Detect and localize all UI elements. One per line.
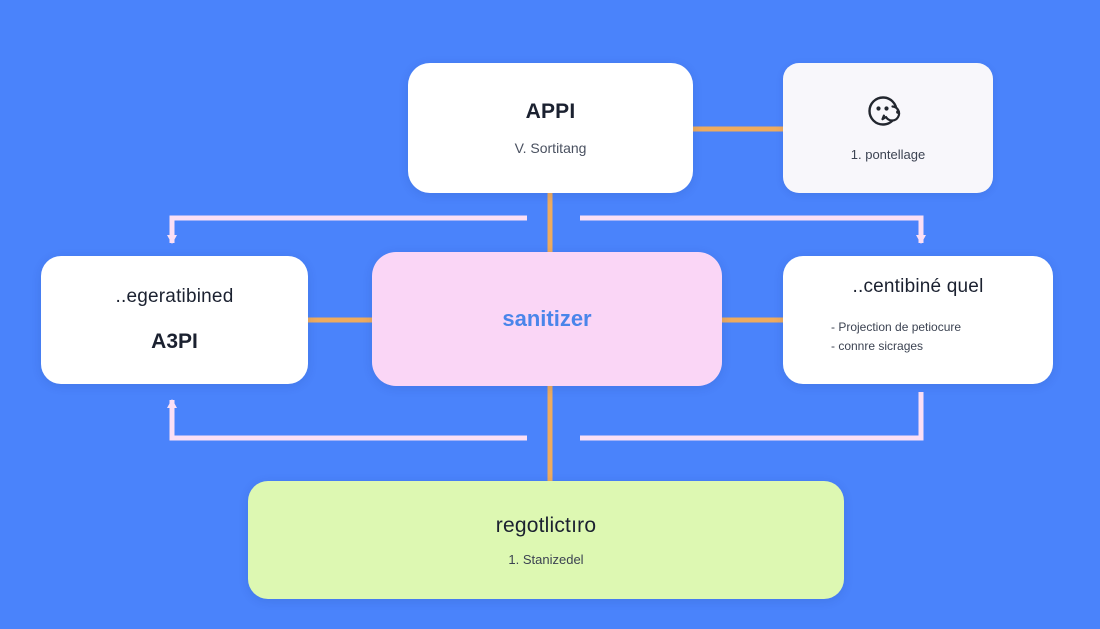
connector-bottom-to-left-elbow	[167, 399, 527, 441]
node-bottom-subtitle: 1. Stanizedel	[508, 551, 584, 567]
node-right-title: ..centibiné quel	[852, 276, 984, 297]
connector-bottom-to-right-elbow	[580, 392, 924, 441]
node-bottom-title: regotlictıro	[495, 513, 597, 537]
node-left[interactable]: ..egeratibined A3PI	[41, 256, 308, 384]
node-app-subtitle: V. Sortitang	[514, 140, 587, 156]
node-badge[interactable]: 1. pontellage	[783, 63, 993, 193]
node-app[interactable]: APPI V. Sortitang	[408, 63, 693, 193]
node-left-title: ..egeratibined	[115, 286, 234, 307]
connector-app-to-left-elbow	[167, 215, 527, 244]
list-item: - Projection de petiocure	[831, 320, 962, 334]
node-app-title: APPI	[525, 100, 576, 123]
node-right-bullet-list: - Projection de petiocure - connre sicra…	[783, 318, 961, 355]
node-sanitizer-label: sanitizer	[502, 306, 592, 331]
connector-app-to-right-elbow	[580, 215, 926, 244]
node-right[interactable]: ..centibiné quel - Projection de petiocu…	[783, 256, 1053, 384]
list-item: - connre sicrages	[831, 338, 924, 353]
node-badge-label: 1. pontellage	[850, 146, 926, 162]
node-sanitizer[interactable]: sanitizer	[372, 252, 722, 386]
node-left-strong: A3PI	[151, 330, 198, 353]
face-speech-bubble-icon	[866, 95, 910, 129]
node-bottom[interactable]: regotlictıro 1. Stanizedel	[248, 481, 844, 599]
